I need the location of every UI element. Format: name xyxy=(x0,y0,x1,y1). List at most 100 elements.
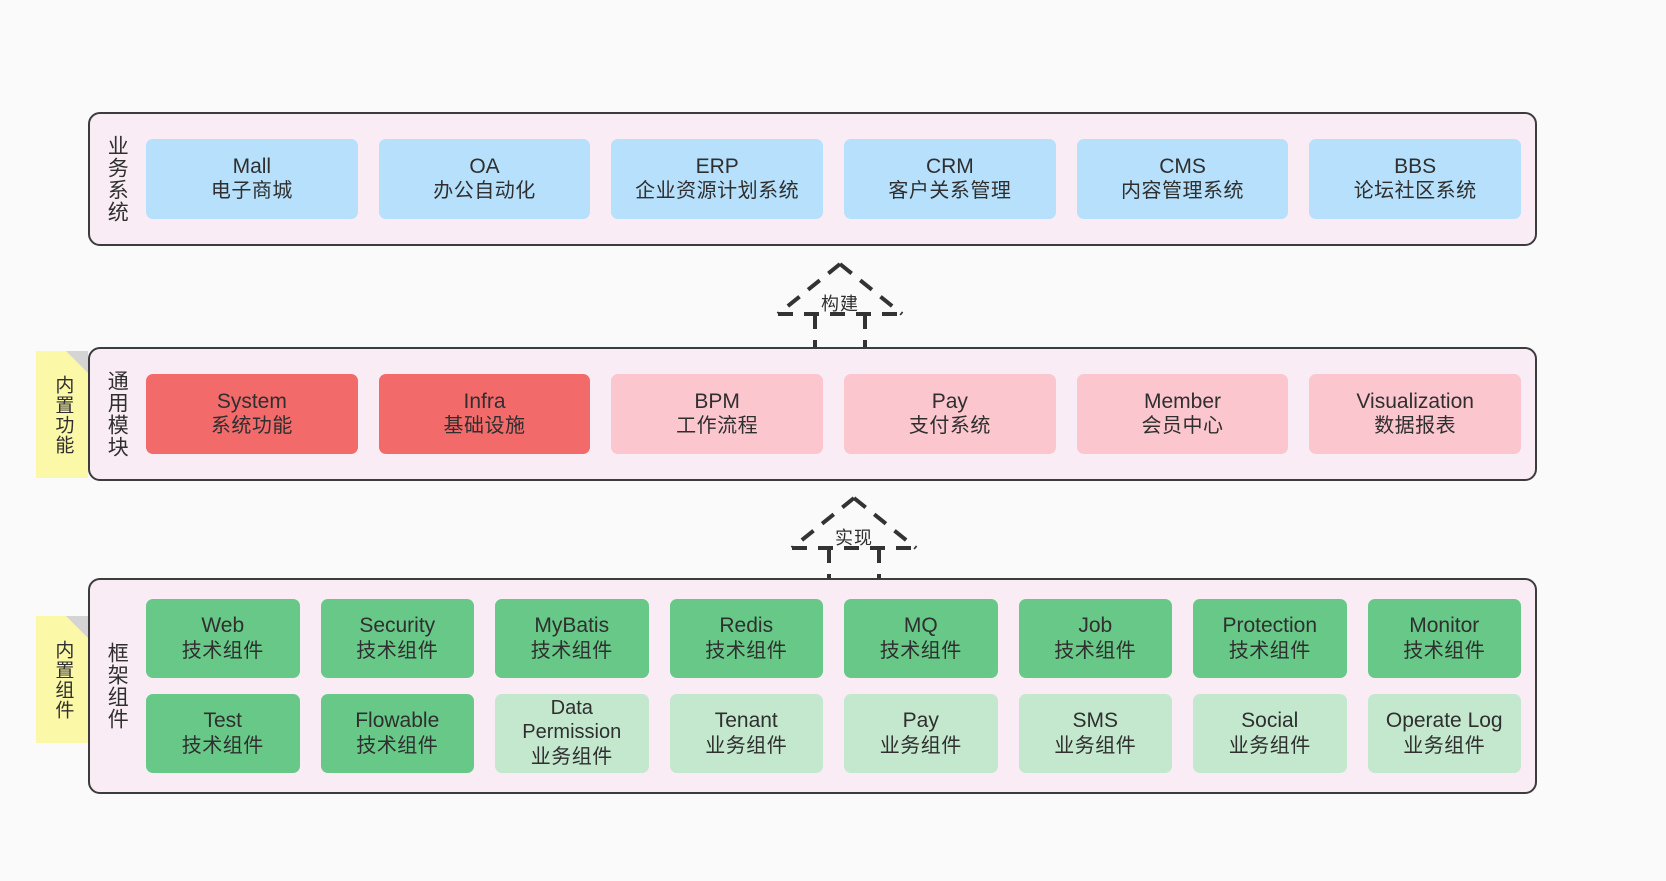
node-label-cn: 基础设施 xyxy=(443,415,526,438)
node-infra[interactable]: Infra 基础设施 xyxy=(378,374,591,454)
node-label-cn: 工作流程 xyxy=(676,415,759,438)
node-flowable[interactable]: Flowable 技术组件 xyxy=(320,694,474,773)
node-label-en: Test xyxy=(203,709,242,733)
node-oa[interactable]: OA 办公自动化 xyxy=(378,139,591,219)
node-pay[interactable]: Pay 支付系统 xyxy=(844,374,1056,454)
node-label-en: BBS xyxy=(1394,154,1437,178)
node-security[interactable]: Security 技术组件 xyxy=(320,599,474,678)
node-label-en: Job xyxy=(1078,614,1113,638)
node-label-en: Pay xyxy=(902,709,939,733)
node-label-cn: 技术组件 xyxy=(879,639,962,662)
node-mq[interactable]: MQ 技术组件 xyxy=(844,599,998,678)
node-label-en: CRM xyxy=(925,154,974,178)
node-label-cn: 企业资源计划系统 xyxy=(635,180,800,203)
node-label-en: Monitor xyxy=(1409,614,1480,638)
layer-title-business: 业务系统 xyxy=(105,135,129,223)
node-erp[interactable]: ERP 企业资源计划系统 xyxy=(611,139,824,219)
node-label-cn: 技术组件 xyxy=(181,639,264,662)
page-fold-icon xyxy=(66,616,88,638)
node-label-cn: 业务组件 xyxy=(530,745,613,768)
node-crm[interactable]: CRM 客户关系管理 xyxy=(844,139,1056,219)
node-social[interactable]: Social 业务组件 xyxy=(1193,694,1347,773)
layer-row: Web 技术组件 Security 技术组件 MyBatis 技术组件 Redi… xyxy=(146,599,1521,678)
node-label-en: System xyxy=(216,389,287,413)
node-label-en: Web xyxy=(201,614,245,638)
connector-label-build: 构建 xyxy=(821,294,859,314)
node-data-permission[interactable]: Data Permission 业务组件 xyxy=(495,694,649,773)
layer-common-modules[interactable]: 通用模块 System 系统功能 Infra 基础设施 BPM 工作流程 Pay… xyxy=(88,347,1537,481)
layer-business-systems[interactable]: 业务系统 Mall 电子商城 OA 办公自动化 ERP 企业资源计划系统 CRM… xyxy=(88,112,1537,246)
sticky-note-label: 内置组件 xyxy=(52,639,74,720)
node-label-en: Social xyxy=(1241,709,1299,733)
node-label-cn: 内容管理系统 xyxy=(1121,180,1245,203)
layer-row: Mall 电子商城 OA 办公自动化 ERP 企业资源计划系统 CRM 客户关系… xyxy=(146,139,1522,219)
node-label-en: Data Permission xyxy=(522,697,622,743)
node-label-cn: 技术组件 xyxy=(705,639,788,662)
node-mall[interactable]: Mall 电子商城 xyxy=(146,139,358,219)
node-label-cn: 办公自动化 xyxy=(433,180,536,203)
node-system[interactable]: System 系统功能 xyxy=(146,374,358,454)
sticky-note-label: 内置功能 xyxy=(52,374,74,455)
node-label-cn: 客户关系管理 xyxy=(888,180,1012,203)
node-label-cn: 技术组件 xyxy=(1054,639,1137,662)
node-tenant[interactable]: Tenant 业务组件 xyxy=(669,694,823,773)
node-pay-component[interactable]: Pay 业务组件 xyxy=(844,694,998,773)
node-sms[interactable]: SMS 业务组件 xyxy=(1018,694,1172,773)
node-bbs[interactable]: BBS 论坛社区系统 xyxy=(1309,139,1522,219)
node-label-en: Redis xyxy=(719,614,774,638)
node-label-cn: 系统功能 xyxy=(210,415,293,438)
node-label-en: OA xyxy=(469,154,500,178)
node-member[interactable]: Member 会员中心 xyxy=(1076,374,1289,454)
layer-row: System 系统功能 Infra 基础设施 BPM 工作流程 Pay 支付系统… xyxy=(146,374,1522,454)
layer-body-business: Mall 电子商城 OA 办公自动化 ERP 企业资源计划系统 CRM 客户关系… xyxy=(142,114,1535,244)
node-web[interactable]: Web 技术组件 xyxy=(146,599,300,678)
node-label-en: SMS xyxy=(1072,709,1118,733)
node-label-cn: 论坛社区系统 xyxy=(1353,180,1477,203)
node-label-en: CMS xyxy=(1159,154,1206,178)
node-label-cn: 技术组件 xyxy=(1403,639,1486,662)
layer-body-framework: Web 技术组件 Security 技术组件 MyBatis 技术组件 Redi… xyxy=(142,580,1535,792)
node-label-cn: 业务组件 xyxy=(1228,734,1311,757)
layer-title-common: 通用模块 xyxy=(105,370,129,458)
node-test[interactable]: Test 技术组件 xyxy=(146,694,300,773)
node-label-en: BPM xyxy=(694,389,740,413)
node-label-en: Member xyxy=(1144,389,1222,413)
node-label-en: MQ xyxy=(903,614,938,638)
node-redis[interactable]: Redis 技术组件 xyxy=(669,599,823,678)
layer-row: Test 技术组件 Flowable 技术组件 Data Permission … xyxy=(146,694,1521,773)
node-label-cn: 技术组件 xyxy=(1228,639,1311,662)
node-label-en: Infra xyxy=(463,389,506,413)
node-label-cn: 业务组件 xyxy=(1054,734,1137,757)
node-label-en: Visualization xyxy=(1356,389,1474,413)
node-label-cn: 技术组件 xyxy=(356,639,439,662)
connector-implement: 实现 xyxy=(774,492,934,584)
page-fold-icon xyxy=(66,351,88,373)
node-visualization[interactable]: Visualization 数据报表 xyxy=(1309,374,1522,454)
node-label-cn: 技术组件 xyxy=(181,734,264,757)
node-label-cn: 电子商城 xyxy=(210,180,293,203)
node-job[interactable]: Job 技术组件 xyxy=(1018,599,1172,678)
node-label-cn: 业务组件 xyxy=(879,734,962,757)
node-operate-log[interactable]: Operate Log 业务组件 xyxy=(1367,694,1521,773)
sticky-note-builtin-features[interactable]: 内置功能 xyxy=(36,351,88,478)
node-label-cn: 会员中心 xyxy=(1141,415,1224,438)
node-label-cn: 支付系统 xyxy=(908,415,991,438)
sticky-note-builtin-components[interactable]: 内置组件 xyxy=(36,616,88,743)
node-protection[interactable]: Protection 技术组件 xyxy=(1193,599,1347,678)
connector-build: 构建 xyxy=(760,258,920,350)
node-bpm[interactable]: BPM 工作流程 xyxy=(611,374,824,454)
node-label-cn: 技术组件 xyxy=(356,734,439,757)
node-label-en: Security xyxy=(359,614,436,638)
layer-body-common: System 系统功能 Infra 基础设施 BPM 工作流程 Pay 支付系统… xyxy=(142,349,1535,479)
layer-framework-components[interactable]: 框架组件 Web 技术组件 Security 技术组件 MyBatis 技术组件… xyxy=(88,578,1537,794)
node-label-cn: 业务组件 xyxy=(1403,734,1486,757)
node-label-cn: 数据报表 xyxy=(1374,415,1457,438)
node-label-cn: 技术组件 xyxy=(530,639,613,662)
node-cms[interactable]: CMS 内容管理系统 xyxy=(1076,139,1289,219)
node-monitor[interactable]: Monitor 技术组件 xyxy=(1367,599,1521,678)
node-mybatis[interactable]: MyBatis 技术组件 xyxy=(495,599,649,678)
node-label-en: ERP xyxy=(695,154,739,178)
node-label-en: Tenant xyxy=(714,709,778,733)
node-label-en: Pay xyxy=(931,389,968,413)
